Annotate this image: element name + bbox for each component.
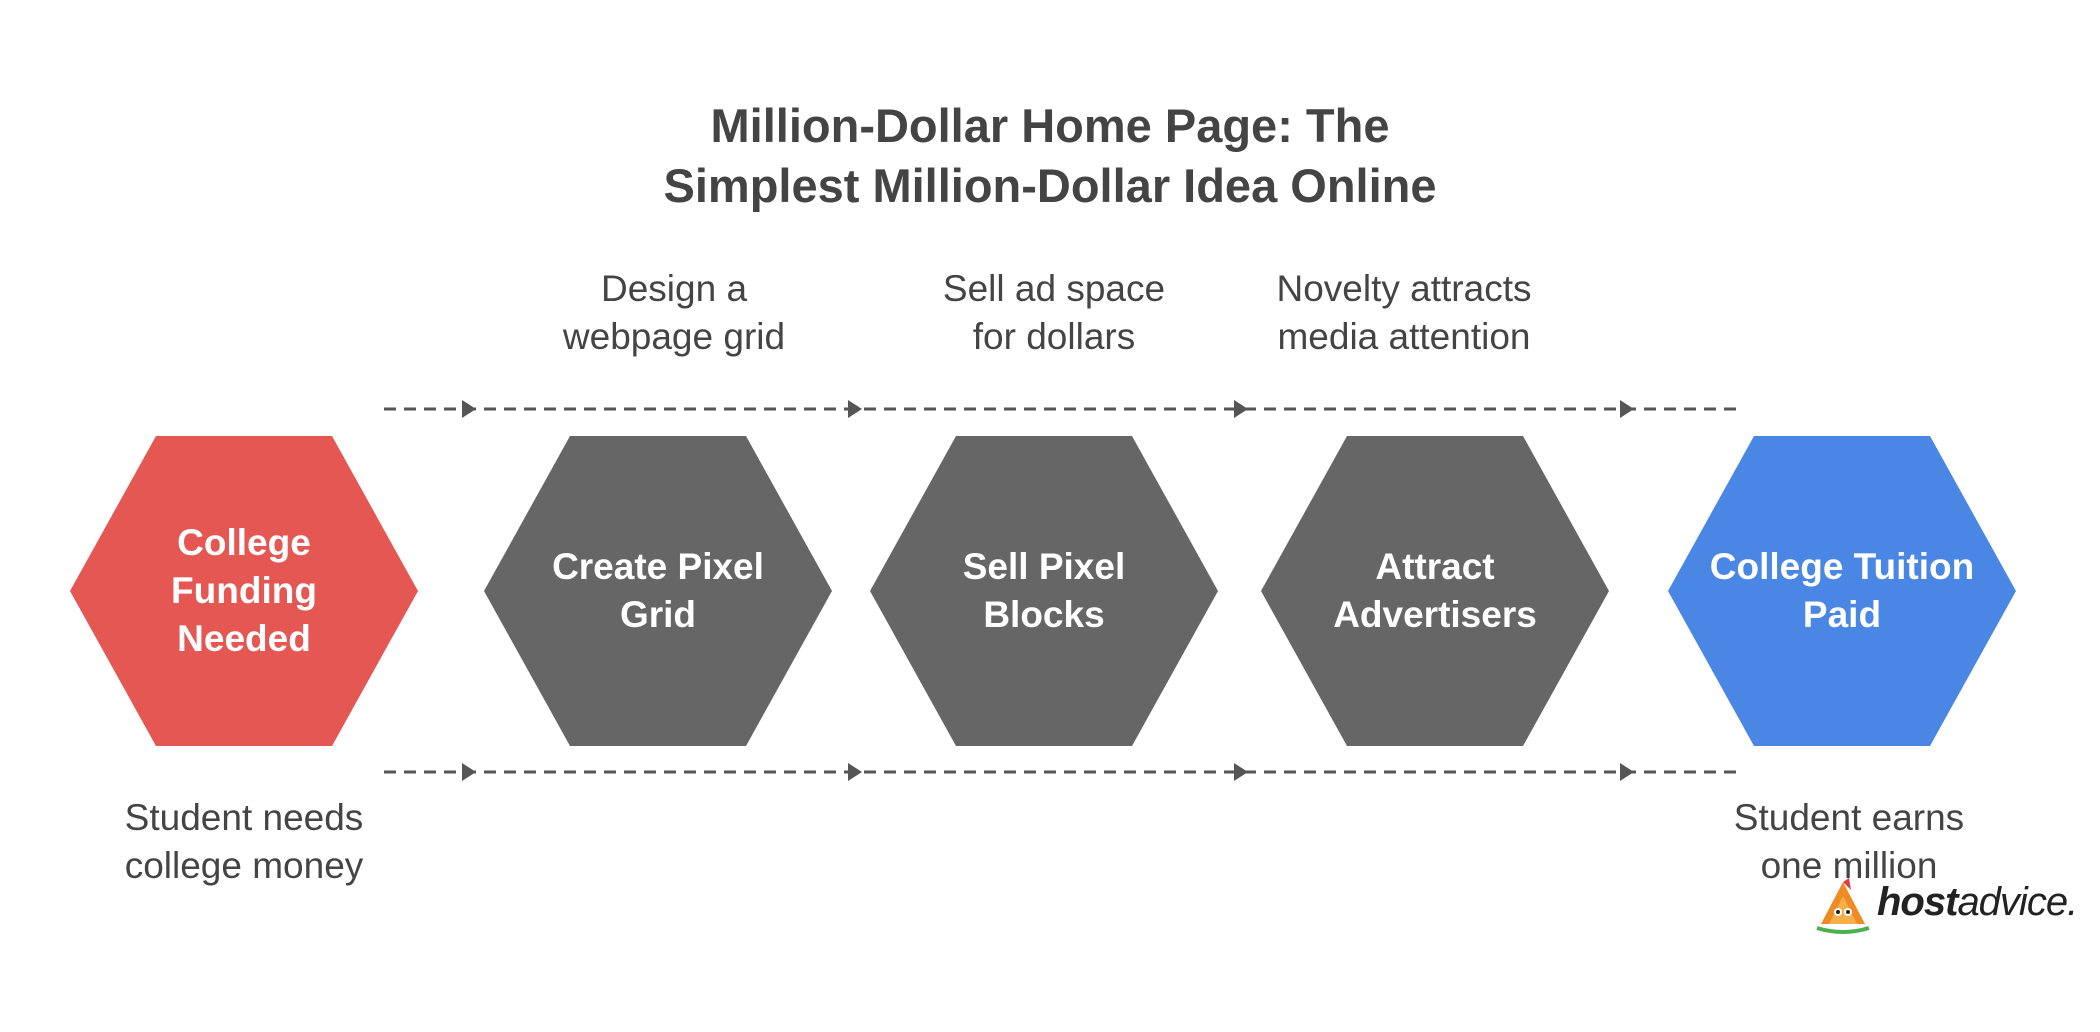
- step-2-hexagon: [484, 436, 832, 746]
- step-4-caption-line-2: media attention: [1277, 316, 1531, 357]
- step-1-label-line-2: Funding: [171, 570, 317, 611]
- step-3-hexagon: [870, 436, 1218, 746]
- diagram-title-line-1: Million-Dollar Home Page: The: [710, 99, 1390, 152]
- step-5-label: College Tuition Paid: [1657, 543, 2027, 639]
- step-3-caption: Sell ad space for dollars: [904, 265, 1204, 361]
- top-arrow-head-4: [1620, 400, 1634, 418]
- step-3-label-line-2: Blocks: [983, 594, 1105, 635]
- step-4-label-line-2: Advertisers: [1333, 594, 1537, 635]
- step-5-label-line-1: College Tuition: [1709, 546, 1975, 587]
- bottom-arrow-head-1: [462, 763, 476, 781]
- step-1-caption-line-1: Student needs: [124, 797, 364, 838]
- step-1-label: College Funding Needed: [59, 519, 429, 663]
- step-4-caption: Novelty attracts media attention: [1244, 265, 1564, 361]
- step-3-caption-line-2: for dollars: [972, 316, 1136, 357]
- diagram-title-line-2: Simplest Million-Dollar Idea Online: [663, 159, 1437, 212]
- step-4-label: Attract Advertisers: [1250, 543, 1620, 639]
- step-4-label-line-1: Attract: [1375, 546, 1495, 587]
- connector-lines: [384, 400, 1740, 781]
- logo-text-light: advice.: [1957, 880, 2078, 924]
- top-arrow-head-2: [848, 400, 862, 418]
- step-1-label-line-3: Needed: [177, 618, 311, 659]
- step-5-caption-line-1: Student earns: [1733, 797, 1965, 838]
- bottom-arrow-head-3: [1234, 763, 1248, 781]
- step-4-caption-line-1: Novelty attracts: [1276, 268, 1532, 309]
- step-1-label-line-1: College: [177, 522, 311, 563]
- step-2-caption-line-1: Design a: [600, 268, 748, 309]
- top-arrow-head-3: [1234, 400, 1248, 418]
- step-5-label-line-2: Paid: [1802, 594, 1882, 635]
- bottom-arrow-head-4: [1620, 763, 1634, 781]
- hostadvice-wordmark: hostadvice.: [1877, 880, 2078, 925]
- step-1-caption: Student needs college money: [94, 794, 394, 890]
- step-hexagons: [70, 436, 2016, 746]
- step-2-caption: Design a webpage grid: [524, 265, 824, 361]
- step-2-label-line-1: Create Pixel: [552, 546, 764, 587]
- step-1-hexagon: [70, 436, 418, 746]
- step-2-label: Create Pixel Grid: [473, 543, 843, 639]
- step-3-caption-line-1: Sell ad space: [942, 268, 1166, 309]
- step-5-caption: Student earns one million: [1699, 794, 1999, 890]
- step-3-label: Sell Pixel Blocks: [859, 543, 1229, 639]
- step-4-hexagon: [1261, 436, 1609, 746]
- step-3-label-line-1: Sell Pixel: [962, 546, 1126, 587]
- step-1-caption-line-2: college money: [124, 845, 364, 886]
- top-arrow-head-1: [462, 400, 476, 418]
- step-2-label-line-2: Grid: [619, 594, 697, 635]
- step-2-caption-line-2: webpage grid: [562, 316, 786, 357]
- logo-text-bold: host: [1877, 880, 1958, 924]
- bottom-arrow-head-2: [848, 763, 862, 781]
- hostadvice-mascot-logo: [1816, 878, 1870, 934]
- step-5-hexagon: [1668, 436, 2016, 746]
